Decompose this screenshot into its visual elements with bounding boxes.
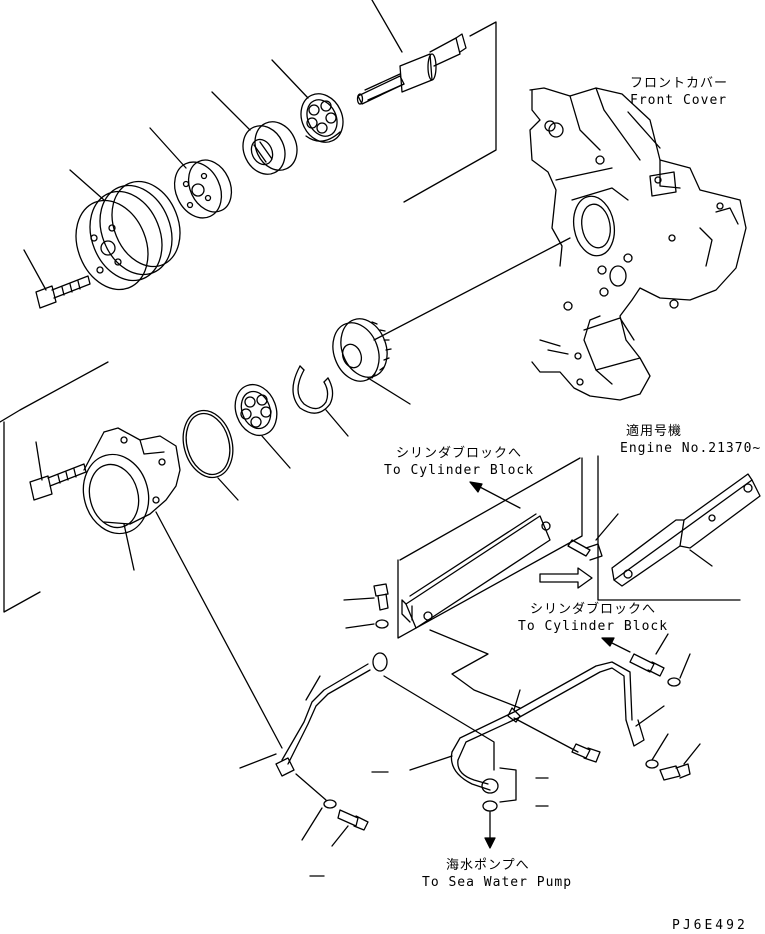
leader-right-bolt [683, 743, 701, 765]
cylinder-block-arrow-up [477, 485, 521, 509]
pipe-left-hose [383, 675, 495, 771]
leader-pipe-right [635, 705, 665, 727]
flange-hub [173, 159, 233, 219]
lower-bolt [337, 809, 369, 831]
bearing-housing [82, 427, 181, 535]
sleeve-collar [242, 121, 298, 175]
leader-lower-bolt [331, 825, 349, 847]
center-bolt [571, 743, 601, 763]
leader-gear [367, 377, 411, 405]
arrow-head-down [601, 637, 615, 647]
leader-o-ring [217, 477, 239, 501]
leader-housing-bolt [35, 441, 43, 481]
leader-bracket-bolt [595, 513, 619, 541]
snap-ring [292, 365, 334, 414]
pipe-to-washer [295, 773, 327, 801]
cylinder-block-label-en-1: To Cylinder Block [384, 463, 535, 478]
group-bracket-tab [399, 457, 581, 561]
small-bolt [373, 583, 389, 611]
leader-lower-washer [301, 807, 323, 841]
leader-pulley-bolt [23, 249, 47, 291]
pipe-link-line [155, 511, 283, 749]
union-washer [667, 677, 681, 687]
union-fitting [629, 653, 665, 677]
leader-bearing-upper [271, 59, 309, 99]
sea-water-pump-label-jp: 海水ポンプへ [446, 858, 530, 873]
pipe-to-bolt [513, 717, 579, 753]
lower-washer [323, 799, 337, 809]
ball-bearing-lower [234, 383, 278, 437]
leader-pipe-end [239, 753, 277, 769]
o-ring [182, 409, 234, 479]
oil-pipe-left [275, 652, 388, 777]
leader-small-washer [345, 623, 375, 629]
leader-union-washer [679, 653, 691, 679]
arrow-head-up [469, 481, 483, 493]
leader-union [655, 633, 669, 655]
leader-right-washer [651, 733, 669, 761]
drive-gear [332, 318, 392, 382]
leader-pipe-left [305, 675, 321, 701]
drive-shaft [356, 33, 467, 105]
right-bolt [659, 763, 691, 781]
cylinder-block-label-en-2: To Cylinder Block [518, 619, 669, 634]
gear-alignment-line [373, 237, 571, 341]
group-bracket-left [0, 361, 109, 613]
front-cover-label-en: Front Cover [630, 93, 728, 108]
sea-water-pump-label-en: To Sea Water Pump [422, 875, 573, 890]
oil-pipe-right [450, 661, 645, 812]
drawing-code: PJ6E492 [672, 918, 748, 933]
right-washer [645, 759, 659, 769]
group-bracket-top [403, 21, 497, 203]
leader-pulley [69, 169, 105, 201]
small-washer [375, 619, 389, 629]
transition-arrow [539, 567, 593, 589]
cylinder-block-label-jp-1: シリンダブロックへ [396, 446, 523, 461]
pipe-bracket-link [429, 629, 521, 709]
leader-snap-ring [325, 409, 349, 437]
leader-flange-hub [149, 127, 187, 169]
leader-small-bolt [343, 597, 375, 601]
engine-number-label: Engine No.21370~ [620, 441, 762, 456]
front-cover-housing [529, 87, 747, 401]
bracket-bolt [567, 539, 603, 561]
pulley-bolt [35, 275, 91, 309]
v-belt-pulley [75, 180, 181, 291]
bracket-clip [499, 767, 517, 803]
applicable-label-jp: 適用号機 [626, 424, 683, 439]
ball-bearing-upper [300, 93, 344, 143]
leader-shaft [371, 0, 403, 53]
leader-front-cover [627, 111, 661, 149]
leader-bearing-housing [123, 523, 135, 571]
leader-pipe-hose [409, 755, 453, 771]
support-bracket [401, 513, 551, 629]
leader-alt-bracket [689, 549, 713, 567]
sea-pump-arrow-head [484, 837, 496, 849]
group-bracket-right [597, 455, 741, 601]
cylinder-block-arrow-down [609, 641, 631, 653]
front-cover-label-jp: フロントカバー [630, 76, 729, 91]
housing-bolt [29, 463, 87, 501]
alt-support-bracket [611, 473, 761, 587]
group-bracket-center [397, 457, 583, 639]
cylinder-block-label-jp-2: シリンダブロックへ [530, 602, 657, 617]
leader-bearing-lower [261, 435, 291, 469]
leader-sleeve [211, 91, 251, 131]
